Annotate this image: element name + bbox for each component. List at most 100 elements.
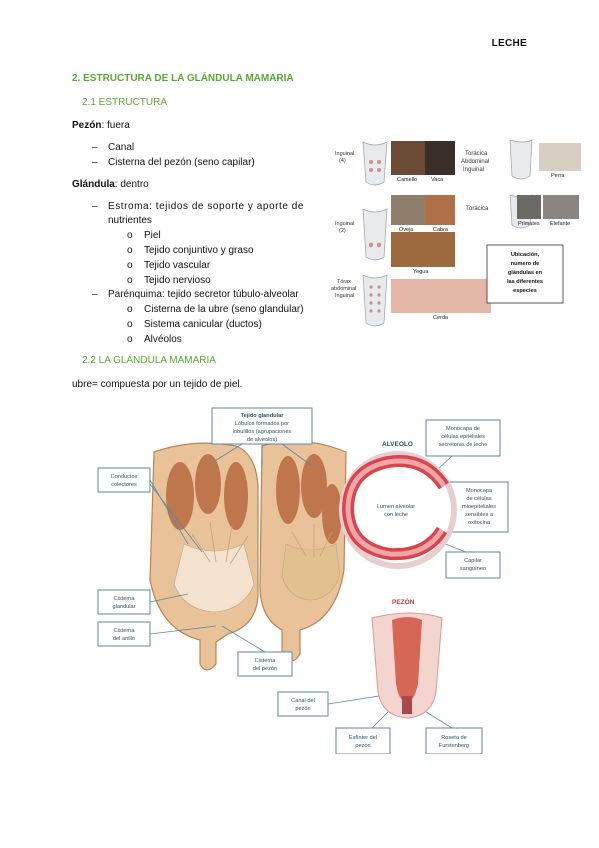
label-roseta: Furstenberg: [439, 743, 469, 749]
label-alveolo-title: ALVEOLO: [382, 441, 413, 448]
box-monocapa-secretoras: [425, 419, 501, 457]
page-header-title: LECHE: [491, 38, 527, 49]
silhouette-inguinal2: [362, 208, 388, 261]
estroma-item: –Estroma: tejidos de soporte y aporte de: [92, 201, 304, 212]
pezon-cistern: [392, 617, 422, 702]
estroma-line2: nutrientes: [108, 215, 152, 226]
box-tejido-glandular: [211, 407, 313, 445]
label-oveja: Oveja: [399, 227, 414, 233]
label-monocapa-secretoras: secretoras de leche: [439, 442, 488, 448]
photo-elefante: [543, 195, 579, 219]
label-tejido-line: Lóbulos formados por: [235, 421, 289, 427]
label-esfinter: Esfínter del: [349, 735, 377, 741]
label-vaca: Vaca: [431, 177, 444, 183]
subsection-title-structure: 2.1 ESTRUCTURA: [82, 97, 168, 108]
pezon-heading: Pezón: fuera: [72, 119, 130, 133]
photo-oveja: [391, 195, 425, 225]
parenquima-item: –Parénquima: tejido secretor túbulo-alve…: [92, 289, 299, 300]
right-cistern-shape: [281, 543, 341, 601]
label-tejido-line: de alveolos): [247, 437, 277, 443]
label-toracica-abd-c: Inguinal: [463, 167, 484, 173]
label-inguinal4-a: Inguinal: [335, 151, 354, 157]
label-cabra: Cabra: [433, 227, 449, 233]
label-monocapa-secretoras: células epiteliales: [441, 434, 485, 440]
label-capilar: Capilar: [464, 558, 482, 564]
label-lumen: Lumen alveolar: [377, 504, 415, 510]
label-lumen: con leche: [384, 512, 408, 518]
label-torax-b: abdominal: [331, 286, 356, 292]
photo-camello: [391, 141, 425, 175]
photo-cabra: [425, 195, 455, 225]
label-toracica-abd-a: Torácica: [465, 151, 488, 157]
box-canal-pezon: [277, 691, 329, 717]
label-canal-pezon: Canal del: [291, 698, 315, 704]
label-torax-c: Inguinal: [335, 293, 354, 299]
label-inguinal4-b: (4): [339, 158, 346, 164]
photo-perra: [539, 143, 581, 171]
photo-yegua: [391, 232, 455, 267]
pezon-label: Pezón: [72, 120, 102, 131]
glandula-text: : dentro: [114, 179, 149, 190]
silhouette-inguinal4: [362, 141, 388, 186]
alveolo-inner-layer: [345, 458, 447, 557]
box-esfinter: [335, 727, 391, 754]
label-monocapa-mio: de células: [466, 496, 491, 502]
label-toracica: Torácica: [466, 206, 489, 212]
caption-line: las diferentes: [507, 279, 543, 285]
pezon-text: : fuera: [101, 120, 130, 131]
silhouette-toracica-abd: [509, 139, 533, 180]
label-esfinter: pezón: [355, 743, 370, 749]
label-monocapa-mio: sensibles a: [465, 512, 494, 518]
label-camello: Camello: [397, 177, 417, 183]
photo-vaca: [425, 141, 455, 175]
label-canal-pezon: pezón: [295, 706, 310, 712]
label-inguinal2-a: Inguinal: [335, 221, 354, 227]
label-tejido-glandular: Tejido glandular: [241, 413, 285, 419]
box-cisterna-pezon: [237, 651, 293, 677]
label-monocapa-secretoras: Monocapa de: [446, 426, 480, 432]
label-roseta: Roseta de: [441, 735, 467, 741]
glandula-label: Glándula: [72, 179, 115, 190]
label-primates: Primates: [518, 221, 540, 227]
label-torax-a: Tórax: [337, 279, 351, 285]
photo-primates: [517, 195, 541, 219]
label-cerda: Cerda: [433, 315, 449, 321]
label-cisterna-pezon: Cisterna: [255, 658, 277, 664]
label-conductos: colectores: [111, 482, 137, 488]
label-elefante: Elefante: [550, 221, 570, 227]
subsection-title-gland: 2.2 LA GLÁNDULA MAMARIA: [82, 355, 216, 366]
pezon-item-canal: –Canal: [92, 142, 135, 153]
label-cisterna-anillo: del anillo: [113, 636, 135, 642]
label-cisterna-pezon: del pezón: [253, 666, 277, 672]
section-title: 2. ESTRUCTURA DE LA GLÁNDULA MAMARIA: [72, 73, 294, 84]
label-tejido-line: lobulillos (agrupaciones: [233, 429, 292, 435]
caption-line: numero de: [511, 261, 540, 267]
box-conductos: [97, 467, 151, 493]
box-monocapa-mioepiteliales: [449, 481, 509, 533]
label-monocapa-mio: mioepiteliales: [462, 504, 496, 510]
label-inguinal2-b: (2): [339, 228, 346, 234]
silhouette-torax: [362, 274, 388, 327]
species-mammary-figure: Inguinal (4) Inguinal (2) Tórax abdomina…: [331, 139, 581, 327]
label-monocapa-mio: Monocapa: [466, 488, 493, 494]
caption-line: Ubicación,: [511, 252, 540, 258]
alveolo-lumen: [364, 488, 432, 532]
label-conductos: Conductos: [111, 474, 138, 480]
label-yegua: Yegua: [413, 269, 429, 275]
caption-line: especies: [513, 288, 537, 294]
box-capilar: [445, 551, 501, 579]
box-roseta: [425, 727, 483, 754]
species-caption-box: [486, 244, 564, 304]
caption-line: glándulas en: [508, 270, 543, 276]
label-monocapa-mio: oxitocina: [468, 520, 491, 526]
pezon-item-cisterna: –Cisterna del pezón (seno capilar): [92, 157, 255, 168]
mammary-gland-diagram: Tejido glandular Lóbulos formados por lo…: [97, 407, 509, 754]
box-cisterna-glandular: [97, 589, 151, 615]
